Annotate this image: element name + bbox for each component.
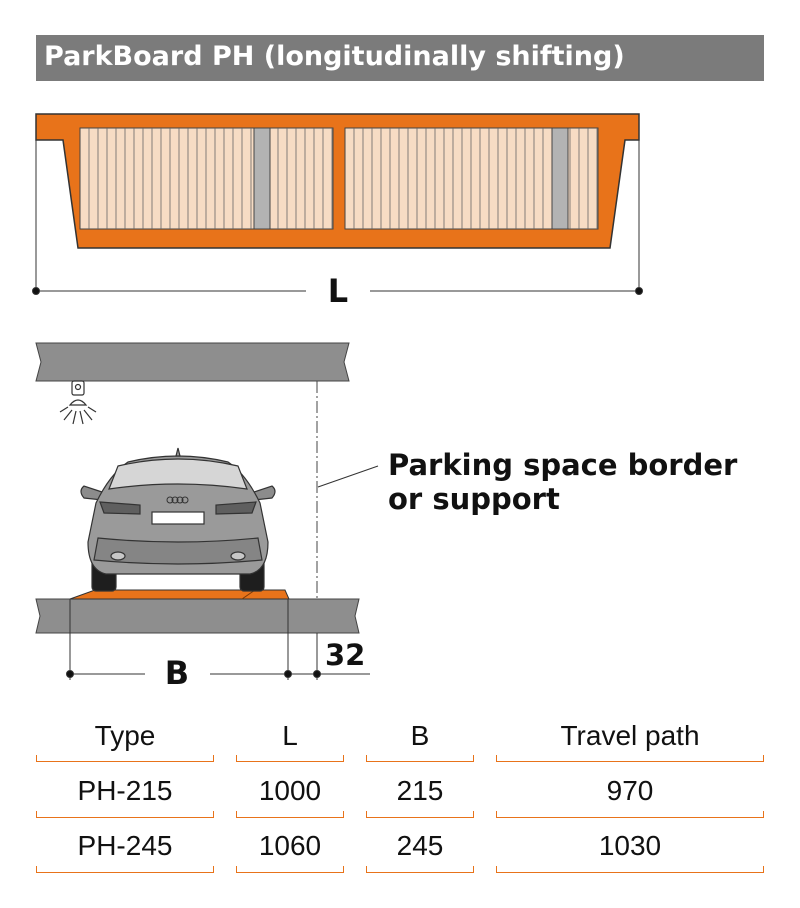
platform-side-view — [69, 589, 290, 600]
ceiling-slab — [35, 342, 350, 382]
callout-leader — [317, 465, 379, 488]
callout-line-2: or support — [388, 482, 560, 516]
dimension-b — [66, 599, 370, 680]
track-left — [253, 127, 271, 230]
ceiling-lamp-icon — [59, 380, 97, 425]
callout-parking-border: Parking space border or support — [388, 448, 737, 516]
slats-left — [88, 128, 333, 229]
slat-panel-left — [79, 127, 334, 230]
slats-right — [353, 128, 598, 229]
title-bar: ParkBoard PH (longitudinally shifting) — [36, 35, 764, 81]
dimension-l-label: L — [328, 272, 348, 310]
page-title: ParkBoard PH (longitudinally shifting) — [44, 41, 625, 72]
dimension-32-label: 32 — [325, 638, 365, 672]
dimension-b-label: B — [165, 654, 189, 692]
platform-top-view — [35, 113, 640, 249]
dimension-l — [32, 140, 643, 295]
callout-line-1: Parking space border — [388, 448, 738, 482]
floor-slab — [35, 598, 360, 634]
car-rear-icon — [80, 447, 276, 592]
track-right — [551, 127, 569, 230]
